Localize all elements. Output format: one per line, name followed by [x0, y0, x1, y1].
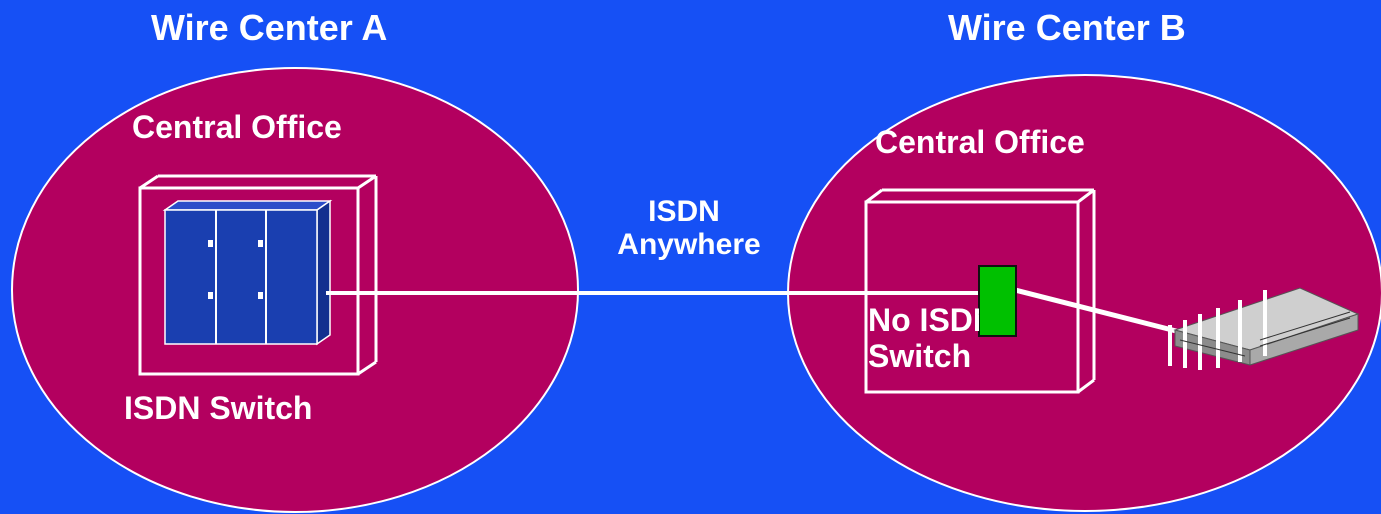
central-office-b-box — [864, 188, 1096, 394]
wire-center-b-title: Wire Center B — [948, 7, 1186, 48]
central-office-a-label: Central Office — [132, 109, 342, 145]
central-office-b-label: Central Office — [875, 124, 1085, 160]
no-isdn-switch-line1: No ISDN — [868, 302, 979, 338]
isdn-anywhere-label-line1: ISDN — [648, 195, 720, 228]
isdn-switch-cabinet — [162, 199, 333, 346]
customer-line — [1014, 287, 1181, 335]
isdn-switch-label: ISDN Switch — [124, 390, 313, 426]
isdn-anywhere-label-line2: Anywhere — [617, 228, 761, 261]
no-isdn-switch-line2: Switch — [868, 338, 972, 374]
wire-center-a-title: Wire Center A — [151, 7, 388, 48]
isdn-adapter — [978, 265, 1017, 337]
central-office-a-box — [138, 174, 378, 376]
customer-building-icon — [1168, 287, 1360, 370]
no-isdn-switch-label: No ISDN Switch — [868, 302, 979, 374]
